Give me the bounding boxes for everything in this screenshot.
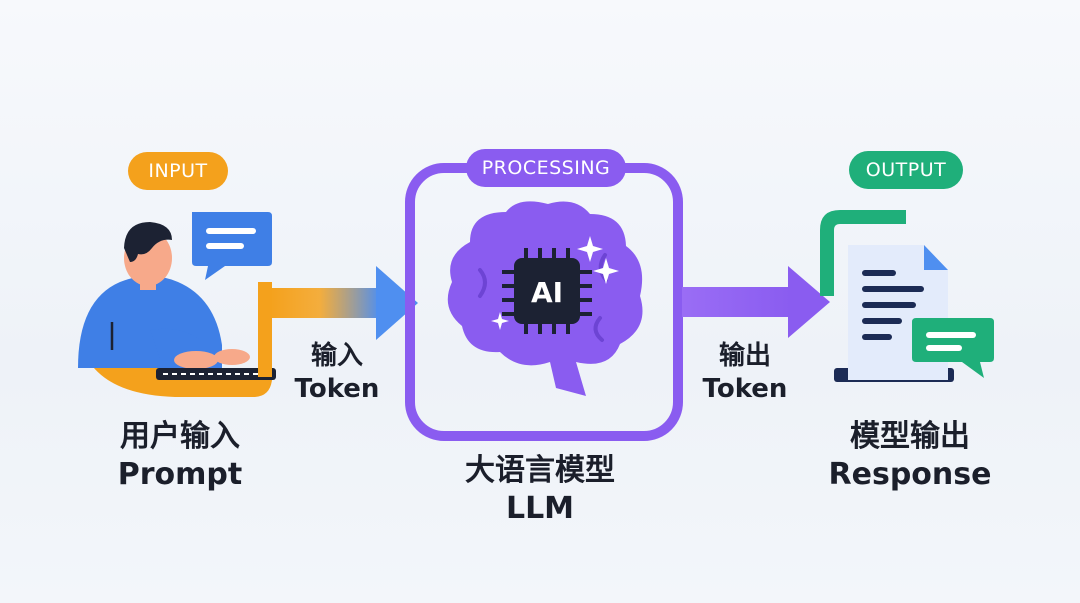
output-badge: OUTPUT [849,151,963,189]
processing-stage-label: 大语言模型 LLM [420,452,660,527]
processing-badge: PROCESSING [466,149,626,187]
input-stage-title: 用户输入 [120,419,240,454]
ai-chip-icon: AI [502,248,592,334]
output-token-line2: Token [702,373,788,404]
input-token-arrow [270,266,418,340]
input-token-label: 输入 Token [282,340,392,405]
input-token-line1: 输入 [310,341,363,371]
output-stage-title: 模型输出 [850,419,970,454]
output-stage-label: 模型输出 Response [800,418,1020,493]
output-token-arrow [682,266,830,338]
speech-bubble-icon [192,212,272,280]
processing-stage-subtitle: LLM [505,490,575,526]
input-stage-subtitle: Prompt [117,456,243,492]
output-token-line1: 输出 [718,341,771,371]
output-stage-subtitle: Response [828,456,992,492]
processing-stage-title: 大语言模型 [465,453,615,488]
input-stage-label: 用户输入 Prompt [70,418,290,493]
input-badge: INPUT [128,152,228,190]
output-token-label: 输出 Token [690,340,800,405]
input-token-line2: Token [294,373,380,404]
sparkle-icon [491,236,619,330]
chat-bubble-icon [912,318,994,378]
person-at-keyboard-icon [78,222,276,397]
chip-label: AI [531,276,563,309]
